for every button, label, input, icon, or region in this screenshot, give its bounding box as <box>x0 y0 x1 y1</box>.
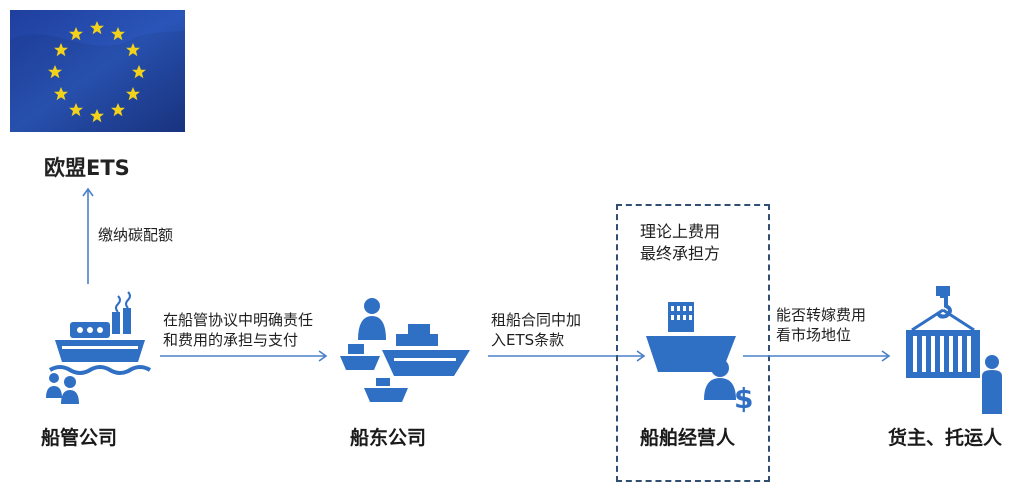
pass-on-label-line1: 能否转嫁费用 <box>776 306 867 324</box>
eu-flag-icon <box>10 10 185 132</box>
shipowner-fleet-icon <box>340 298 470 402</box>
agreement-label-line1: 在船管协议中明确责任 <box>163 311 314 329</box>
svg-text:$: $ <box>734 382 753 415</box>
pay-allowance-label: 缴纳碳配额 <box>98 226 174 244</box>
final-bearer-label: 理论上费用 最终承担方 <box>640 221 720 265</box>
node-label-shipowner: 船东公司 <box>350 427 427 449</box>
eu-ets-title: 欧盟ETS <box>44 156 130 180</box>
operator-dashed-box <box>616 204 770 482</box>
final-bearer-line1: 理论上费用 <box>640 222 721 241</box>
node-label-cargo-owner: 货主、托运人 <box>888 427 1003 449</box>
charter-label: 租船合同中加 入ETS条款 <box>491 310 581 350</box>
node-label-ship-management: 船管公司 <box>41 427 118 449</box>
charter-label-line1: 租船合同中加 <box>491 311 582 329</box>
agreement-label-line2: 和费用的承担与支付 <box>163 331 299 349</box>
pass-on-label-line2: 看市场地位 <box>776 326 852 344</box>
pass-on-label: 能否转嫁费用 看市场地位 <box>776 305 866 345</box>
final-bearer-line2: 最终承担方 <box>640 244 721 263</box>
ship-operator-icon: $ <box>646 302 753 415</box>
ship-management-icon <box>46 291 152 404</box>
agreement-label: 在船管协议中明确责任 和费用的承担与支付 <box>163 310 313 350</box>
arrow-management-to-owner <box>160 350 328 362</box>
arrow-operator-to-shipper <box>743 350 891 362</box>
arrow-owner-to-operator <box>488 350 646 362</box>
cargo-owner-icon <box>906 286 1002 414</box>
node-label-ship-operator: 船舶经营人 <box>640 427 736 449</box>
eu-flag <box>10 10 185 132</box>
upward-arrow <box>82 187 94 284</box>
charter-label-line2: 入ETS条款 <box>491 331 565 349</box>
